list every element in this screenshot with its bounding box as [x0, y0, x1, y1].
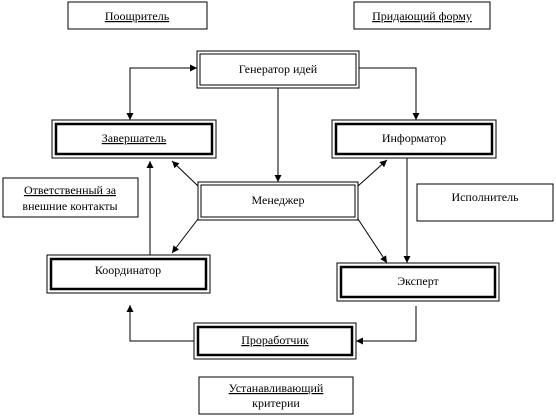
- label-developer: Проработчик: [241, 333, 309, 347]
- connector-developer-coordinator: [126, 305, 194, 342]
- label-criteria-setter-line1: Устанавливающий: [229, 381, 324, 395]
- label-coordinator: Координатор: [95, 263, 161, 277]
- box-expert: Эксперт: [336, 262, 500, 302]
- label-finisher: Завершатель: [102, 131, 167, 145]
- box-developer: Проработчик: [193, 322, 357, 360]
- box-idea-generator: Генератор идей: [196, 50, 360, 89]
- connector-manager-expert: [357, 218, 388, 264]
- connector-manager-finisher: [171, 160, 199, 187]
- box-shaper: Придающий форму: [353, 1, 491, 30]
- label-external-contacts-line1: Ответственный за: [24, 183, 117, 197]
- label-informer: Информатор: [382, 131, 446, 145]
- box-coordinator: Координатор: [46, 254, 211, 294]
- label-executor: Исполнитель: [451, 190, 519, 204]
- label-encourager: Поощритель: [105, 9, 170, 23]
- box-informer: Информатор: [331, 119, 497, 159]
- box-finisher: Завершатель: [51, 119, 217, 159]
- box-criteria-setter: Устанавливающий критерии: [198, 376, 354, 415]
- box-external-contacts: Ответственный за внешние контакты: [2, 177, 139, 218]
- connector-generator-informer: [359, 67, 420, 120]
- label-expert: Эксперт: [397, 274, 439, 288]
- label-manager: Менеджер: [252, 193, 305, 207]
- connector-manager-informer: [357, 159, 388, 187]
- connector-generator-finisher: [126, 64, 197, 120]
- label-criteria-setter-line2: критерии: [252, 396, 300, 410]
- box-executor: Исполнитель: [416, 183, 554, 222]
- connector-manager-coordinator: [171, 218, 199, 254]
- box-encourager: Поощритель: [67, 1, 208, 30]
- label-shaper: Придающий форму: [372, 9, 472, 23]
- connector-expert-developer: [356, 306, 417, 345]
- label-external-contacts-line2: внешние контакты: [22, 199, 117, 213]
- box-manager: Менеджер: [197, 181, 359, 221]
- label-idea-generator: Генератор идей: [239, 62, 318, 76]
